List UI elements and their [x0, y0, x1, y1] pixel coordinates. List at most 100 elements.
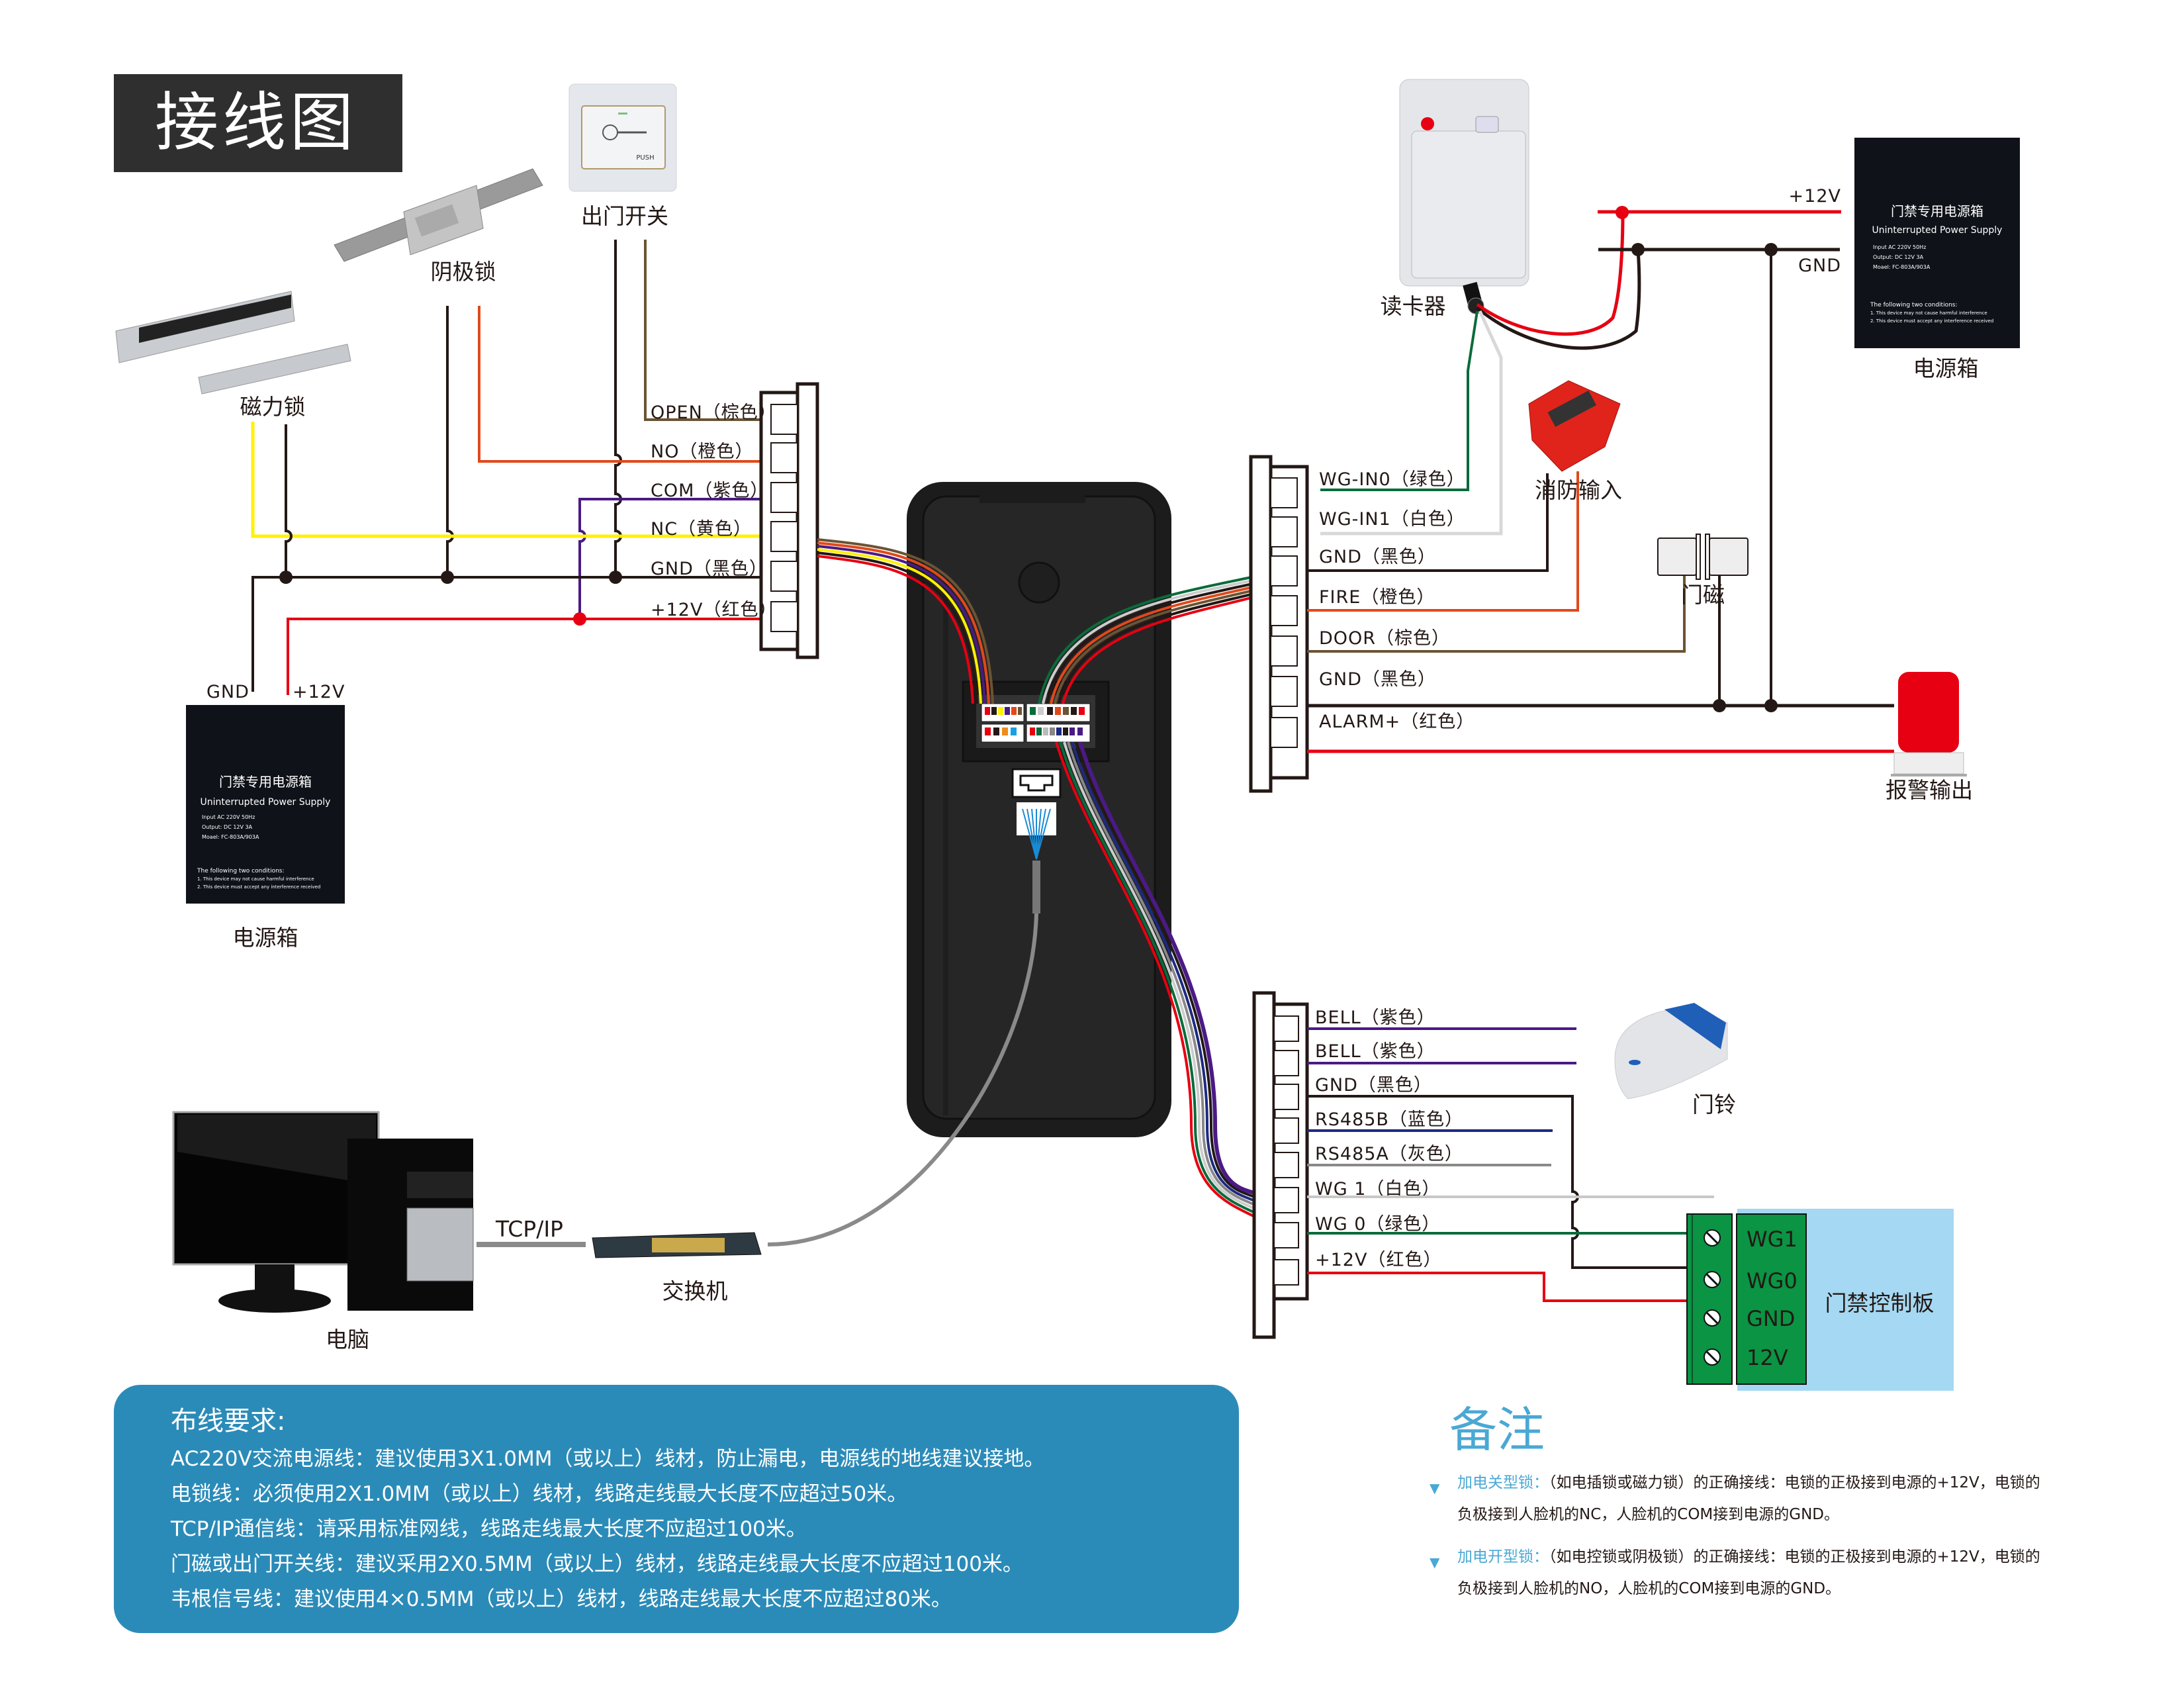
- wire-exit-gnd: [614, 240, 622, 577]
- strike-lock-device: 阴极锁: [334, 168, 543, 285]
- pin-label: GND（黑色）: [1319, 547, 1436, 567]
- right-bottom-connector: BELL（紫色） BELL（紫色） GND（黑色） RS485B（蓝色） RS4…: [1252, 991, 1463, 1339]
- wire-gnd-bus: [251, 576, 761, 692]
- triangle-down-icon: ▼: [1430, 1554, 1440, 1570]
- svg-text:门禁专用电源箱: 门禁专用电源箱: [1891, 203, 1983, 219]
- right-power-supply: 门禁专用电源箱 Uninterrupted Power Supply Input…: [1854, 138, 2020, 381]
- wire-no-orange: [478, 306, 761, 463]
- fire-input-label: 消防输入: [1535, 477, 1622, 503]
- svg-text:2. This device must accept any: 2. This device must accept any interfere…: [197, 884, 320, 890]
- alarm-output-device: 报警输出: [1886, 672, 1973, 803]
- remark-head: 加电开型锁：: [1457, 1548, 1549, 1566]
- pin-label: FIRE（橙色）: [1319, 587, 1435, 608]
- pin-label: WG-IN1（白色）: [1319, 509, 1465, 530]
- alarm-output-label: 报警输出: [1886, 777, 1973, 803]
- tcp-ip-label: TCP/IP: [495, 1216, 563, 1242]
- right-psu-12v-label: +12V: [1789, 186, 1841, 207]
- wire-harness-right-bottom: [1055, 741, 1259, 1219]
- right-psu-label: 电源箱: [1913, 355, 1979, 381]
- pin-label: ALARM+（红色）: [1319, 712, 1475, 732]
- left-psu-gnd-label: GND: [206, 682, 250, 702]
- remark-body: （如电控锁或阴极锁）的正确接线：电锁的正极接到电源的+12V，电锁的负极接到人脸…: [1457, 1548, 2040, 1597]
- pin-label: GND（黑色）: [651, 559, 768, 579]
- right-top-connector: WG-IN0（绿色） WG-IN1（白色） GND（黑色） FIRE（橙色） D…: [1249, 455, 1475, 793]
- fire-input-device: 消防输入: [1528, 380, 1622, 503]
- pin-colors-top-right: [1030, 707, 1085, 715]
- wire-maglock-gnd: [285, 424, 293, 577]
- junction-dot: [279, 571, 293, 584]
- pin-label: BELL（紫色）: [1315, 1008, 1435, 1028]
- network-switch-device: 交换机: [592, 1232, 762, 1304]
- network-cable: [767, 913, 1038, 1246]
- svg-text:Output: DC 12V 3A: Output: DC 12V 3A: [202, 824, 253, 830]
- remarks-title: 备注: [1449, 1402, 1545, 1458]
- pin-label: DOOR（棕色）: [1319, 628, 1450, 649]
- access-control-board: WG1 WG0 GND 12V 门禁控制板: [1686, 1209, 1954, 1391]
- wire-harness-left: [817, 538, 994, 704]
- pin-label: +12V（红色）: [1315, 1250, 1441, 1270]
- remark-body: （如电插锁或磁力锁）的正确接线：电锁的正极接到电源的+12V，电锁的负极接到人脸…: [1457, 1474, 2040, 1523]
- svg-text:Uninterrupted Power Supply: Uninterrupted Power Supply: [1872, 225, 2003, 236]
- pin-colors-top-left: [985, 707, 1022, 715]
- svg-text:1. This device may not cause h: 1. This device may not cause harmful int…: [1870, 310, 1987, 316]
- pin-label: BELL（紫色）: [1315, 1041, 1435, 1062]
- pc-device: 电脑: [172, 1111, 474, 1352]
- magnetic-lock-label: 磁力锁: [240, 394, 306, 420]
- pin-label: RS485A（灰色）: [1315, 1144, 1463, 1164]
- right-psu-gnd-label: GND: [1798, 256, 1841, 276]
- pin-colors-bottom-left: [985, 727, 1017, 735]
- reader-wiring: [1320, 206, 1841, 707]
- pin-label: COM（紫色）: [651, 481, 768, 501]
- pin-label: RS485B（蓝色）: [1315, 1109, 1463, 1130]
- doorbell-device: 门铃: [1614, 1003, 1736, 1117]
- terminal-label: GND: [1747, 1306, 1795, 1331]
- svg-text:门禁专用电源箱: 门禁专用电源箱: [219, 774, 312, 790]
- led-indicator: [1421, 117, 1434, 130]
- wire-open-brown: [644, 240, 761, 421]
- diagram-title: 接线图: [155, 85, 357, 160]
- terminal-label: 12V: [1747, 1345, 1788, 1370]
- pin-colors-bottom-right: [1030, 727, 1083, 735]
- right-top-wiring: [1307, 471, 1894, 753]
- left-psu-12v-label: +12V: [293, 682, 345, 702]
- exit-button-device: PUSH 出门开关: [569, 83, 677, 229]
- requirement-line: 电锁线：必须使用2X1.0MM（或以上）线材，线路走线最大长度不应超过50米。: [171, 1482, 908, 1506]
- wire-12v-red: [287, 618, 761, 695]
- svg-text:Uninterrupted Power Supply: Uninterrupted Power Supply: [201, 797, 331, 808]
- triangle-down-icon: ▼: [1430, 1480, 1440, 1496]
- svg-text:Moael: FC-803A/903A: Moael: FC-803A/903A: [1873, 264, 1931, 270]
- card-reader-label: 读卡器: [1381, 293, 1446, 319]
- junction-dot: [573, 612, 586, 626]
- left-psu-label: 电源箱: [233, 925, 298, 951]
- remarks-panel: 备注 ▼ 加电关型锁：（如电插锁或磁力锁）的正确接线：电锁的正极接到电源的+12…: [1423, 1403, 2052, 1615]
- terminal-label: WG1: [1747, 1227, 1797, 1252]
- pc-label: 电脑: [326, 1327, 369, 1352]
- requirement-line: AC220V交流电源线：建议使用3X1.0MM（或以上）线材，防止漏电，电源线的…: [171, 1447, 1045, 1471]
- remark-item: ▼ 加电关型锁：（如电插锁或磁力锁）的正确接线：电锁的正极接到电源的+12V，电…: [1423, 1467, 2052, 1530]
- svg-text:The following two conditions:: The following two conditions:: [1870, 302, 1958, 308]
- right-bottom-wiring: [1307, 1027, 1714, 1302]
- pin-label: GND（黑色）: [1315, 1075, 1432, 1096]
- pin-label: OPEN（棕色）: [651, 402, 777, 423]
- pin-label: WG 0（绿色）: [1315, 1214, 1440, 1235]
- access-board-label: 门禁控制板: [1825, 1290, 1934, 1316]
- junction-dot: [609, 571, 622, 584]
- svg-text:2. This device must accept any: 2. This device must accept any interfere…: [1870, 318, 1993, 324]
- wire-nc-yellow: [251, 422, 761, 538]
- pin-label: NO（橙色）: [651, 442, 753, 462]
- left-power-supply: 门禁专用电源箱 Uninterrupted Power Supply Input…: [186, 705, 345, 951]
- exit-button-label: 出门开关: [581, 203, 668, 229]
- wiring-requirements-panel: 布线要求: AC220V交流电源线：建议使用3X1.0MM（或以上）线材，防止漏…: [114, 1385, 1239, 1633]
- doorbell-label: 门铃: [1692, 1092, 1736, 1117]
- door-sensor-label: 门磁: [1681, 582, 1725, 608]
- card-reader-device: 读卡器: [1381, 79, 1529, 319]
- remark-item: ▼ 加电开型锁：（如电控锁或阴极锁）的正确接线：电锁的正极接到电源的+12V，电…: [1423, 1541, 2052, 1605]
- magnetic-lock-device: 磁力锁: [115, 291, 351, 420]
- pin-label: WG-IN0（绿色）: [1319, 469, 1465, 490]
- push-text: PUSH: [636, 154, 654, 162]
- diagram-title-box: 接线图: [114, 74, 402, 172]
- requirement-line: 门磁或出门开关线：建议采用2X0.5MM（或以上）线材，线路走线最大长度不应超过…: [171, 1552, 1023, 1576]
- switch-label: 交换机: [662, 1278, 728, 1304]
- terminal-label: WG0: [1747, 1268, 1797, 1293]
